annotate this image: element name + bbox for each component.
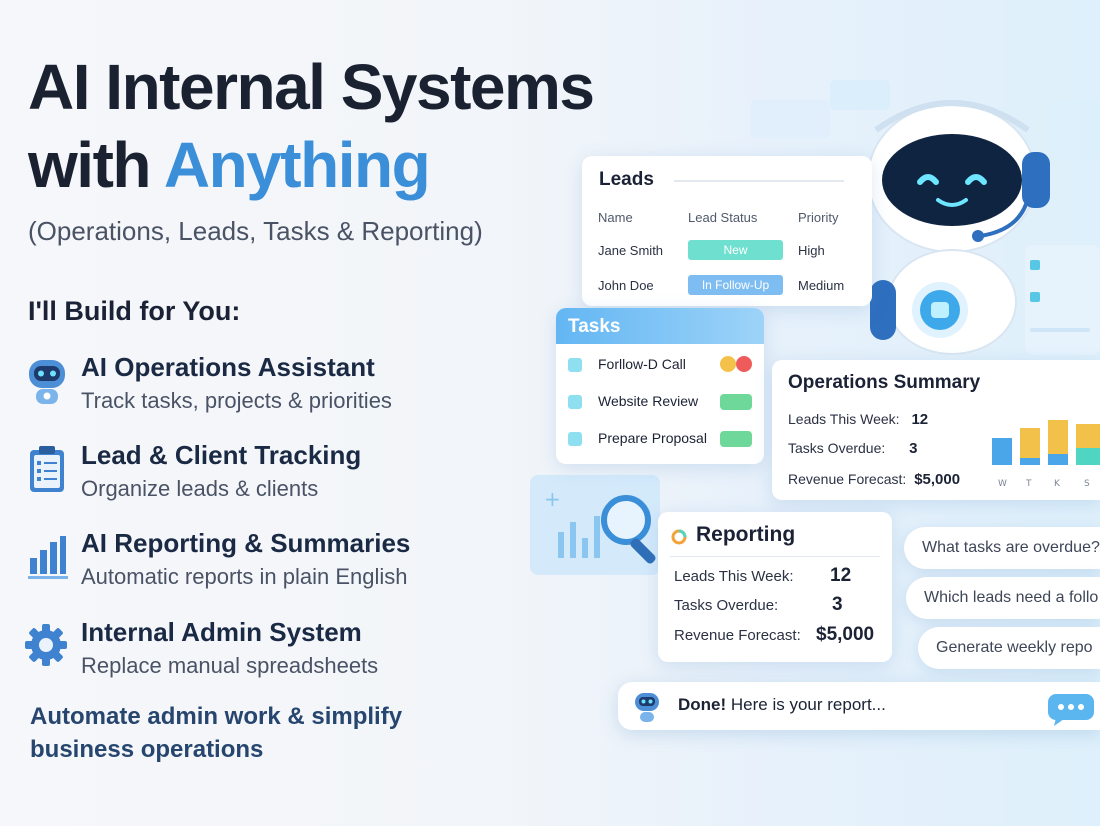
done-label: Done! (678, 695, 727, 714)
svg-text:+: + (544, 487, 561, 511)
checkbox-icon[interactable] (568, 432, 582, 446)
ops-value: 12 (911, 411, 929, 428)
chart-axis-label: S (1084, 479, 1090, 489)
feature-internal-admin: Internal Admin System Replace manual spr… (22, 617, 602, 689)
close-icon[interactable] (736, 356, 752, 372)
reporting-card: Reporting Leads This Week: 12 Tasks Over… (658, 512, 892, 662)
lead-name: John Doe (598, 277, 654, 293)
report-label: Leads This Week: (674, 568, 794, 585)
ops-label: Revenue Forecast: (788, 471, 907, 487)
chat-bubble-icon[interactable] (1046, 692, 1096, 726)
refresh-icon (671, 529, 687, 545)
lead-priority: High (798, 242, 825, 258)
divider (674, 180, 844, 182)
marketing-panel: AI Internal Systems with Anything (Opera… (22, 48, 602, 763)
time-badge (720, 431, 752, 447)
feature-title: AI Reporting & Summaries (81, 528, 411, 558)
build-title: I'll Build for You: (28, 296, 241, 326)
feature-ai-operations: AI Operations Assistant Track tasks, pro… (22, 352, 602, 424)
subtitle: (Operations, Leads, Tasks & Reporting) (28, 216, 483, 246)
divider (670, 556, 880, 557)
chart-axis-label: T (1025, 479, 1032, 489)
feature-description: Track tasks, projects & priorities (81, 388, 392, 413)
lead-priority: Medium (798, 277, 845, 293)
chart-bar (1020, 428, 1040, 465)
robot-mascot (867, 100, 1050, 355)
leads-title: Leads (599, 169, 654, 190)
headline-accent: Anything (163, 129, 431, 201)
mini-bar-chart: W T K S (992, 420, 1100, 489)
task-item[interactable]: Forllow-D Call (564, 350, 758, 380)
feature-description: Organize leads & clients (81, 476, 319, 501)
robot-avatar-icon (635, 693, 659, 722)
chart-bar (992, 438, 1012, 465)
table-row[interactable]: John Doe In Follow-Up Medium (598, 275, 868, 310)
assistant-reply-bar: Done! Here is your report... (618, 682, 1100, 730)
ops-value: $5,000 (914, 471, 961, 488)
feature-lead-tracking: Lead & Client Tracking Organize leads & … (22, 440, 602, 512)
ops-value: 3 (909, 440, 918, 457)
gear-icon (25, 624, 67, 666)
status-badge: In Follow-Up (688, 275, 783, 295)
task-label: Prepare Proposal (598, 430, 707, 446)
task-label: Forllow-D Call (598, 356, 686, 372)
background-decoration: + (530, 80, 1100, 575)
checkbox-icon[interactable] (568, 395, 582, 409)
headline: AI Internal Systems with Anything (28, 48, 595, 204)
feature-description: Replace manual spreadsheets (81, 653, 379, 678)
assistant-reply-text: Done! Here is your report... (678, 695, 886, 715)
task-item[interactable]: Prepare Proposal (564, 424, 758, 454)
ops-label: Tasks Overdue: (788, 440, 886, 456)
report-label: Tasks Overdue: (674, 597, 779, 614)
feature-description: Automatic reports in plain English (81, 564, 408, 589)
column-header-status: Lead Status (688, 210, 758, 225)
reporting-title: Reporting (696, 523, 796, 546)
chat-suggestion[interactable]: Which leads need a follo (906, 577, 1100, 619)
status-badge: New (688, 240, 783, 260)
ops-row: Revenue Forecast: $5,000 (788, 471, 960, 488)
chat-suggestion[interactable]: Generate weekly repo (918, 627, 1100, 669)
column-header-name: Name (598, 210, 633, 225)
robot-icon (29, 360, 65, 404)
headline-line-1: AI Internal Systems (28, 51, 595, 123)
report-label: Revenue Forecast: (674, 627, 801, 644)
operations-summary-card: Operations Summary Leads This Week: 12 T… (772, 360, 1100, 500)
headline-line-2: with Anything (28, 126, 594, 204)
feature-title: AI Operations Assistant (81, 352, 375, 382)
task-item[interactable]: Website Review (564, 387, 758, 417)
ops-row: Leads This Week: 12 (788, 411, 928, 428)
chat-suggestion[interactable]: What tasks are overdue? (904, 527, 1100, 569)
report-value: 12 (830, 565, 852, 586)
tasks-header: Tasks (556, 308, 764, 344)
headline-prefix: with (28, 129, 164, 201)
closing-statement: Automate admin work & simplify business … (30, 703, 403, 763)
time-badge (720, 394, 752, 410)
chart-axis-label: K (1054, 479, 1061, 489)
clock-icon (720, 356, 736, 372)
ops-label: Leads This Week: (788, 411, 900, 427)
table-row[interactable]: Jane Smith New High (598, 240, 868, 275)
leads-table: Name Lead Status Priority Jane Smith New… (598, 210, 868, 310)
chart-axis-label: W (998, 479, 1007, 489)
ops-row: Tasks Overdue: 3 (788, 440, 918, 457)
operations-title: Operations Summary (788, 372, 981, 393)
tasks-card: Tasks Forllow-D Call Website Review Prep… (556, 308, 764, 464)
feature-title: Lead & Client Tracking (81, 440, 362, 470)
report-value: $5,000 (816, 624, 875, 645)
leads-card: Leads Name Lead Status Priority Jane Smi… (582, 156, 872, 306)
lead-name: Jane Smith (598, 242, 664, 258)
chart-bar (1048, 420, 1068, 465)
reply-message: Here is your report... (726, 695, 886, 714)
bar-chart-icon (28, 536, 68, 579)
task-label: Website Review (598, 393, 699, 409)
tasks-title: Tasks (568, 316, 621, 337)
checkbox-icon[interactable] (568, 358, 582, 372)
clipboard-icon (30, 446, 64, 492)
report-value: 3 (832, 594, 843, 615)
feature-ai-reporting: AI Reporting & Summaries Automatic repor… (22, 528, 602, 600)
column-header-priority: Priority (798, 210, 839, 225)
feature-title: Internal Admin System (81, 617, 362, 647)
